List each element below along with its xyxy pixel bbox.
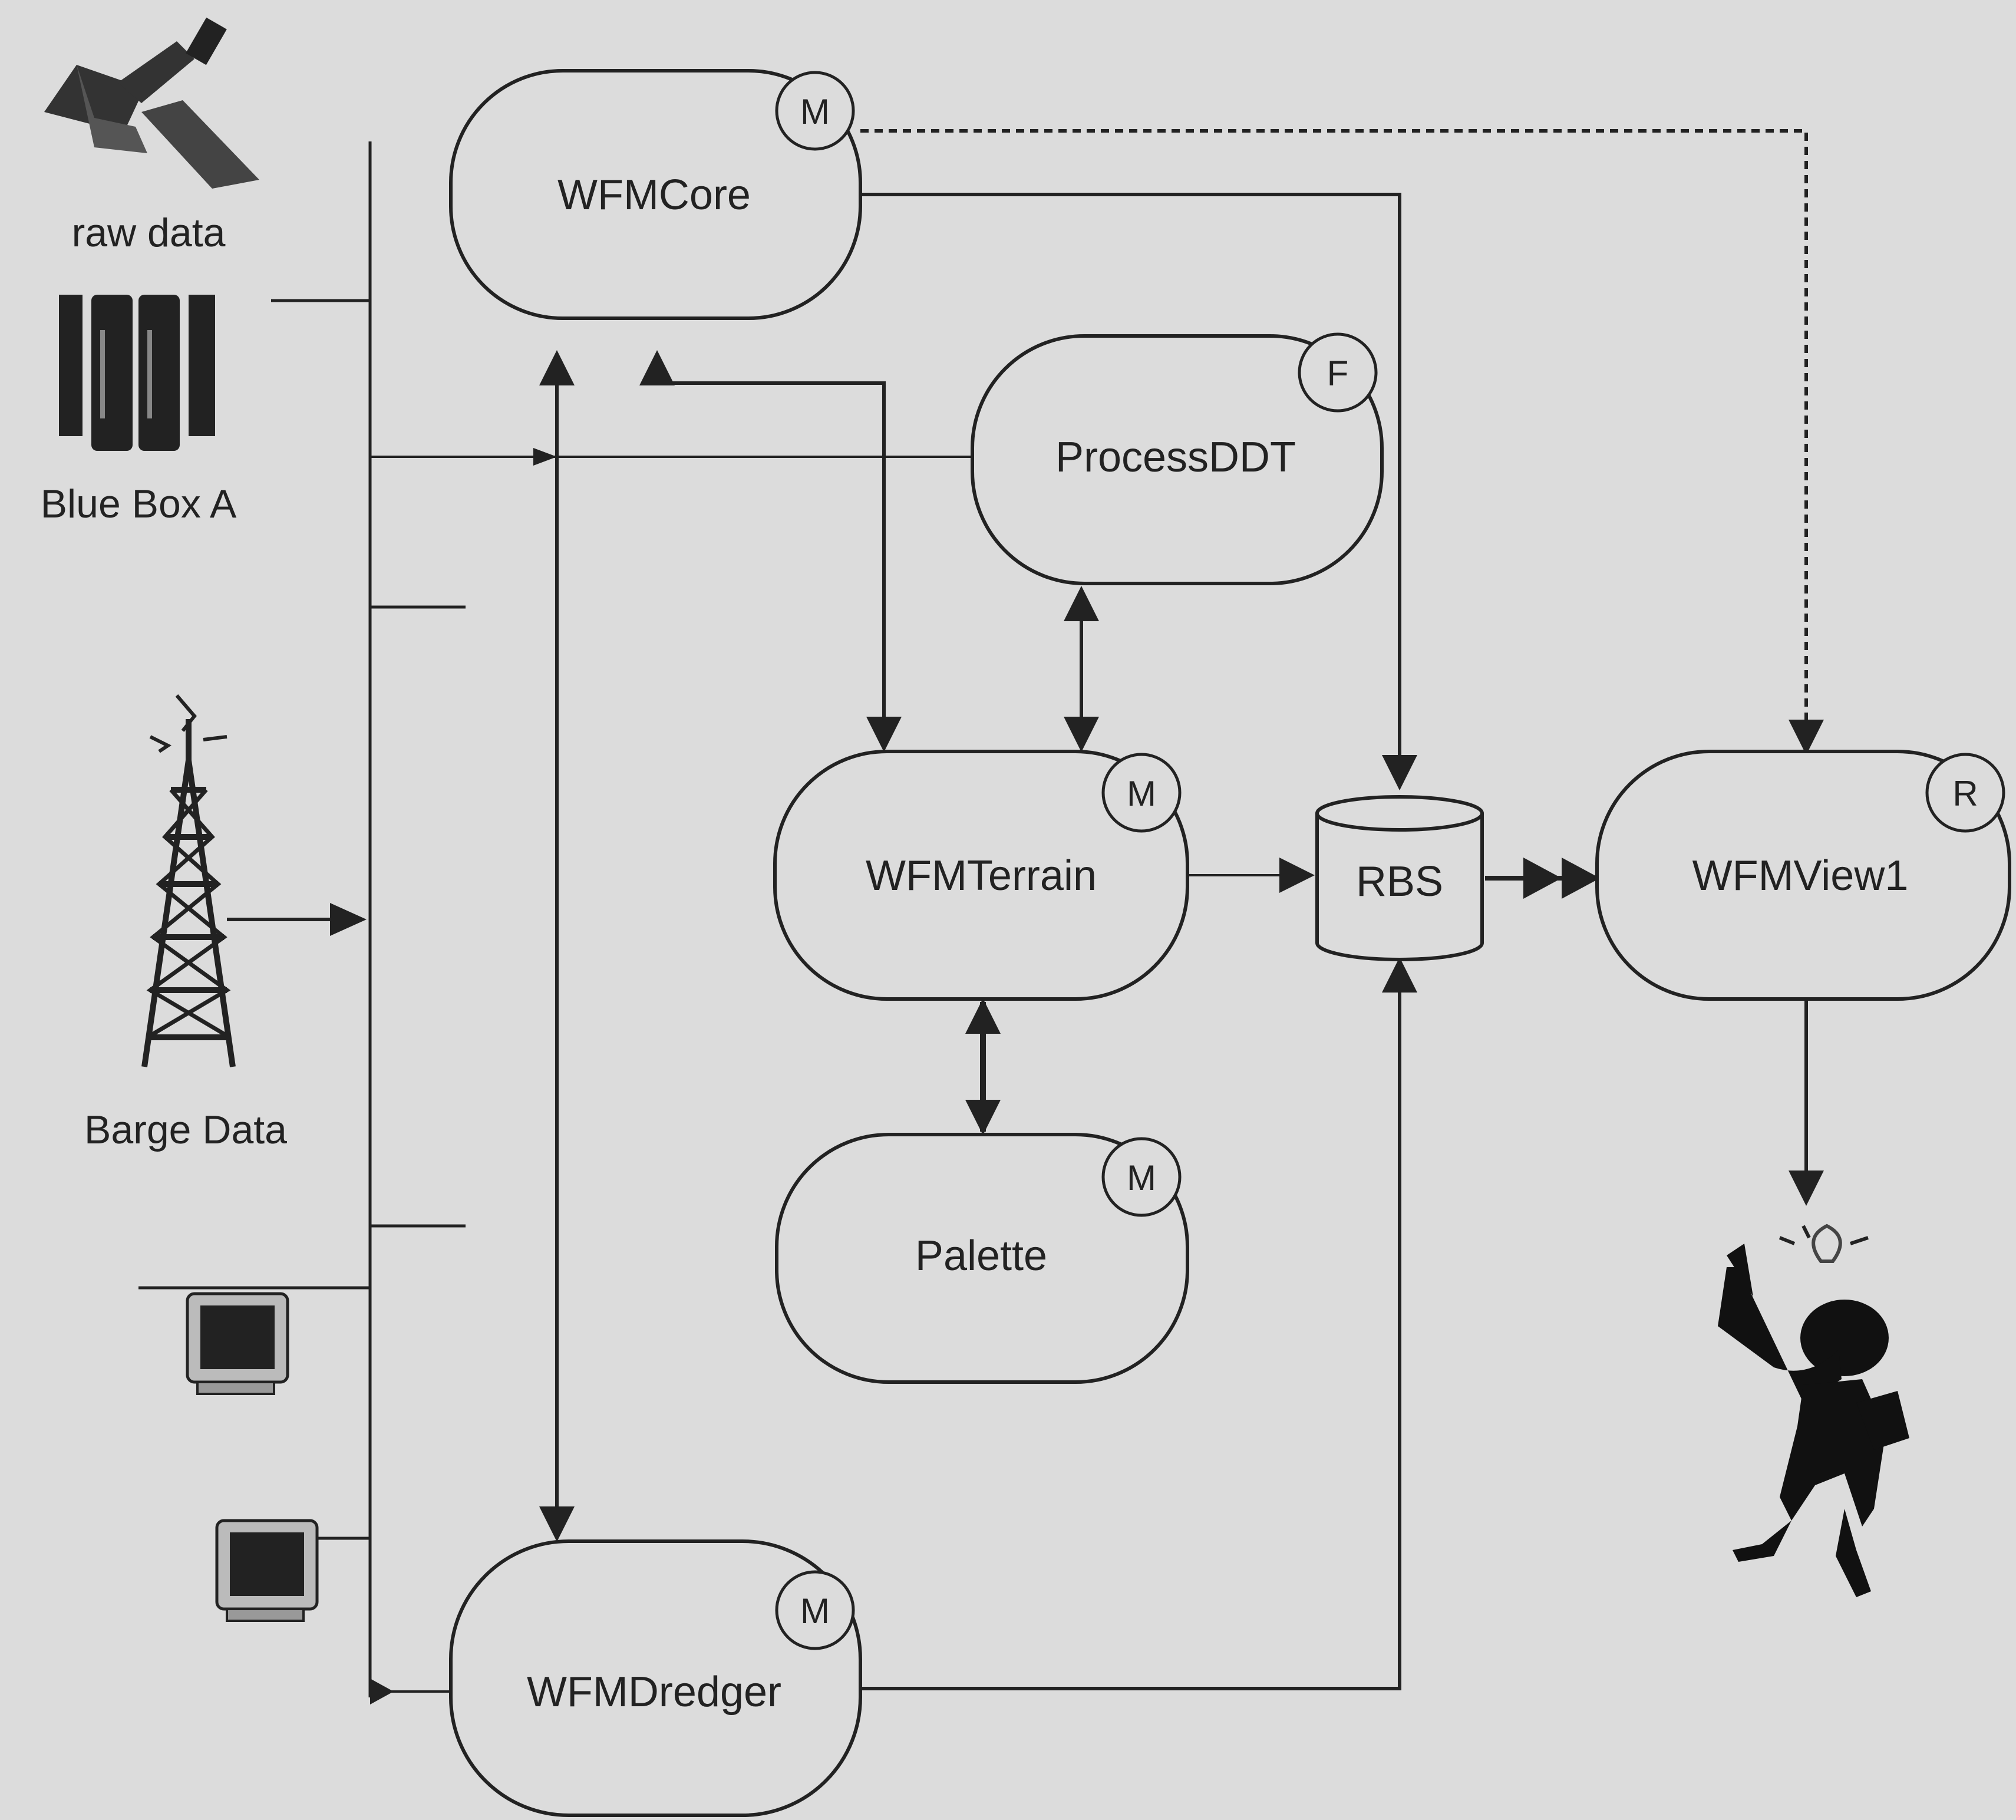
- label-wfmdredger: WFMDredger: [527, 1669, 781, 1716]
- badge-palette: [1101, 1137, 1182, 1217]
- bus-to-processddt-connector: [370, 448, 972, 466]
- badge-wfmview1: [1925, 753, 2005, 833]
- badge-text-wfmview1: R: [1952, 774, 1978, 813]
- label-wfmterrain: WFMTerrain: [866, 852, 1097, 899]
- core-rbs-link: [860, 193, 1417, 790]
- node-wfmview1[interactable]: R WFMView1: [1595, 750, 2011, 1001]
- radio-tower-icon: [141, 694, 236, 1067]
- label-raw-data: raw data: [72, 210, 226, 255]
- badge-wfmdredger: [775, 1570, 855, 1650]
- badge-text-wfmdredger: M: [800, 1591, 830, 1631]
- server-rack-icon: [59, 295, 215, 451]
- label-processddt: ProcessDDT: [1055, 434, 1296, 481]
- label-blue-box-a: Blue Box A: [41, 482, 237, 526]
- label-palette: Palette: [915, 1232, 1047, 1280]
- node-palette[interactable]: M Palette: [775, 1133, 1189, 1384]
- badge-wfmterrain: [1101, 753, 1182, 833]
- barge-to-bus-arrow: [227, 903, 367, 936]
- input-bus: [138, 141, 466, 1697]
- label-wfmcore: WFMCore: [557, 172, 751, 219]
- label-rbs: RBS: [1356, 858, 1443, 905]
- monitor-icon: [186, 1292, 289, 1395]
- node-wfmdredger[interactable]: M WFMDredger: [449, 1539, 862, 1817]
- badge-processddt: [1298, 332, 1378, 413]
- bus-to-wfmdredger-arrow: [370, 1679, 451, 1704]
- badge-wfmcore: [775, 71, 855, 151]
- satellite-icon: [44, 17, 259, 189]
- badge-text-wfmcore: M: [800, 92, 830, 131]
- person-idea-icon: [1718, 1224, 1909, 1597]
- node-wfmterrain[interactable]: M WFMTerrain: [773, 750, 1189, 1001]
- node-processddt[interactable]: F ProcessDDT: [971, 332, 1384, 585]
- badge-text-palette: M: [1127, 1158, 1156, 1198]
- core-terrain-link: [639, 350, 902, 752]
- database-icon: [1315, 813, 1484, 961]
- node-wfmcore[interactable]: M WFMCore: [449, 69, 862, 320]
- label-wfmview1: WFMView1: [1692, 852, 1909, 899]
- dredger-rbs-link: [860, 957, 1417, 1690]
- node-rbs[interactable]: RBS: [1315, 795, 1484, 961]
- badge-text-processddt: F: [1327, 354, 1349, 393]
- badge-text-wfmterrain: M: [1127, 774, 1156, 813]
- rbs-view-double-arrow: [1485, 858, 1600, 899]
- label-barge-data: Barge Data: [84, 1107, 287, 1152]
- monitor-icon: [215, 1519, 319, 1622]
- core-view-dashed-link: [860, 129, 1824, 755]
